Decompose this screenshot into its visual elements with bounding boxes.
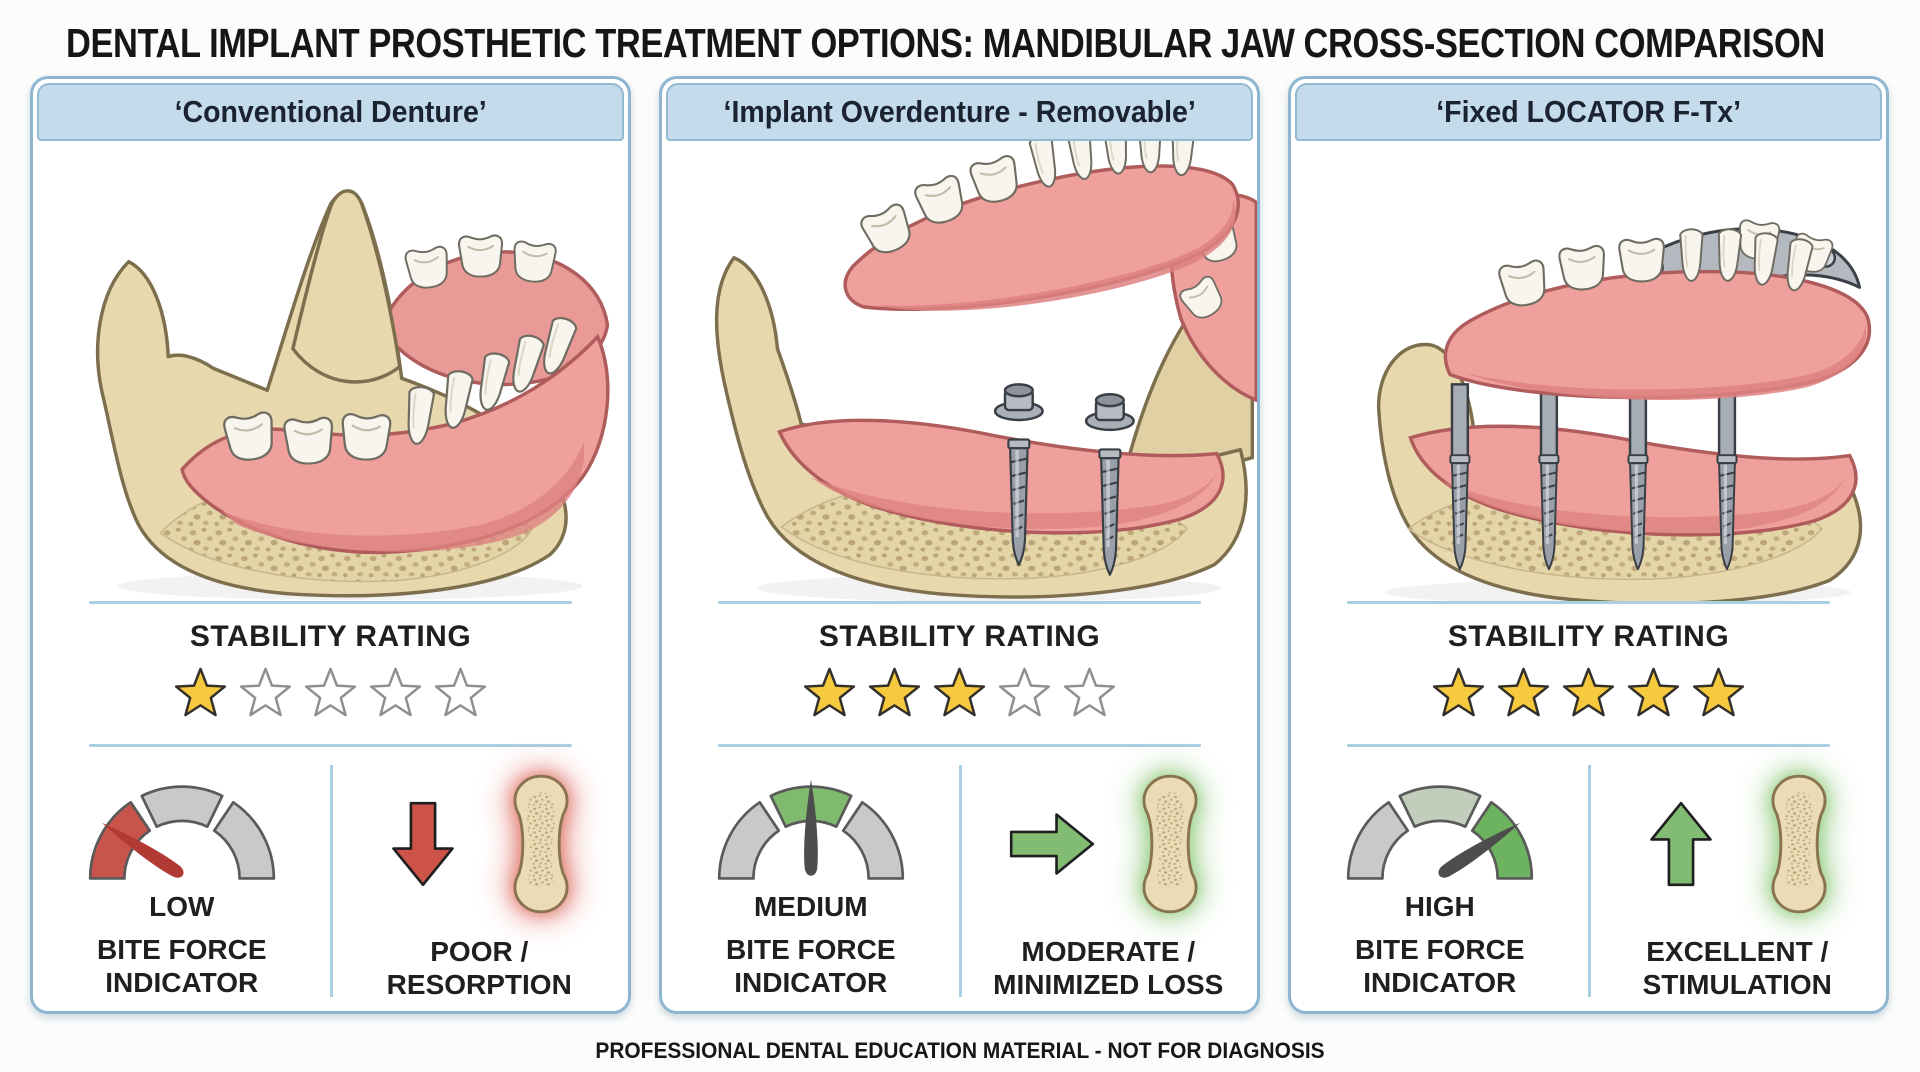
section-divider: [1347, 601, 1830, 604]
bite-force-caption: BITE FORCE INDICATOR: [725, 934, 896, 999]
bone-stimulation-arrow-icon: [1631, 769, 1731, 919]
bite-force-gauge: [88, 785, 275, 880]
indicators-row: MEDIUM BITE FORCE INDICATOR MODERA: [662, 747, 1257, 1011]
star-filled-icon: [1627, 667, 1680, 716]
panel-header-label: ‘Implant Overdenture - Removable’: [723, 94, 1196, 129]
bone-status-caption: EXCELLENT / STIMULATION: [1642, 936, 1832, 1001]
star-filled-icon: [1497, 667, 1550, 716]
stability-rating-title: STABILITY RATING: [818, 620, 1101, 653]
bone-icon: [1142, 774, 1198, 914]
stability-rating-title: STABILITY RATING: [1447, 620, 1730, 653]
section-divider: [89, 744, 572, 747]
bone-status-caption: POOR / RESORPTION: [386, 936, 572, 1001]
fixed-prosthesis: [1443, 227, 1872, 400]
jaw-illustration-overdenture: [662, 119, 1257, 602]
bone-preservation-arrow-icon: [1002, 769, 1102, 919]
gauge-needle: [101, 822, 184, 878]
section-divider: [89, 601, 572, 604]
panel-fixed-locator: ‘Fixed LOCATOR F-Tx’: [1288, 76, 1889, 1014]
star-empty-icon: [998, 667, 1051, 716]
section-divider: [718, 601, 1201, 604]
star-filled-icon: [174, 667, 227, 716]
star-filled-icon: [868, 667, 921, 716]
jaw-svg-conventional: [95, 189, 610, 601]
stability-rating-title: STABILITY RATING: [189, 620, 472, 653]
panels-row: ‘Conventional Denture’: [30, 76, 1890, 1014]
jaw-illustration-fixed: [1291, 141, 1886, 606]
locator-cap: [1084, 393, 1135, 432]
jaw-svg-overdenture: [714, 119, 1257, 602]
star-filled-icon: [1692, 667, 1745, 716]
star-empty-icon: [1063, 667, 1116, 716]
panel-header: ‘Implant Overdenture - Removable’: [666, 83, 1253, 141]
panel-conventional-denture: ‘Conventional Denture’: [30, 76, 631, 1014]
bone-status-caption: MODERATE / MINIMIZED LOSS: [993, 936, 1224, 1001]
vertical-divider: [329, 765, 333, 997]
bone-icon: [513, 774, 569, 914]
indicators-row: HIGH BITE FORCE INDICATOR EXCELLEN: [1291, 747, 1886, 1011]
bite-force-gauge: [717, 779, 904, 880]
bite-force-cell: LOW BITE FORCE INDICATOR: [33, 763, 331, 1011]
star-filled-icon: [933, 667, 986, 716]
indicators-row: LOW BITE FORCE INDICATOR POOR / RE: [33, 747, 628, 1011]
star-filled-icon: [1562, 667, 1615, 716]
star-empty-icon: [304, 667, 357, 716]
star-rating: [1291, 662, 1886, 724]
section-divider: [1347, 744, 1830, 747]
bite-force-caption: BITE FORCE INDICATOR: [96, 934, 267, 999]
panel-header: ‘Conventional Denture’: [37, 83, 624, 141]
star-filled-icon: [1432, 667, 1485, 716]
gauge-needle: [803, 779, 818, 876]
bite-force-gauge: [1346, 785, 1533, 880]
vertical-divider: [958, 765, 962, 997]
bone-status-graphics: [1002, 763, 1214, 925]
bone-ridge-spike: [291, 189, 402, 384]
bone-status-cell: POOR / RESORPTION: [331, 763, 629, 1011]
star-rating: [33, 662, 628, 724]
jaw-illustration-conventional: [33, 141, 628, 601]
panel-header: ‘Fixed LOCATOR F-Tx’: [1295, 83, 1882, 141]
bone-status-graphics: [1631, 763, 1843, 925]
star-empty-icon: [239, 667, 292, 716]
bone-loss-arrow-icon: [373, 769, 473, 919]
star-empty-icon: [434, 667, 487, 716]
jaw-svg-fixed: [1377, 218, 1872, 606]
panel-implant-overdenture: ‘Implant Overdenture - Removable’: [659, 76, 1260, 1014]
bite-force-level: LOW: [149, 891, 215, 922]
bone-status-cell: MODERATE / MINIMIZED LOSS: [960, 763, 1258, 1011]
bite-force-cell: MEDIUM BITE FORCE INDICATOR: [662, 763, 960, 1011]
locator-cap: [993, 383, 1044, 422]
bone-status-cell: EXCELLENT / STIMULATION: [1589, 763, 1887, 1011]
vertical-divider: [1587, 765, 1591, 997]
bite-force-caption: BITE FORCE INDICATOR: [1354, 934, 1525, 999]
section-divider: [718, 744, 1201, 747]
bone-icon: [1771, 774, 1827, 914]
floating-denture: [843, 119, 1240, 312]
bite-force-level: HIGH: [1404, 891, 1475, 922]
page-title: DENTAL IMPLANT PROSTHETIC TREATMENT OPTI…: [66, 20, 1825, 66]
panel-header-label: ‘Fixed LOCATOR F-Tx’: [1436, 94, 1741, 129]
bone-status-graphics: [373, 763, 585, 925]
star-rating: [662, 662, 1257, 724]
bite-force-level: MEDIUM: [753, 891, 868, 922]
bite-force-cell: HIGH BITE FORCE INDICATOR: [1291, 763, 1589, 1011]
panel-header-label: ‘Conventional Denture’: [174, 94, 487, 129]
footer-disclaimer: PROFESSIONAL DENTAL EDUCATION MATERIAL -…: [595, 1038, 1325, 1063]
gauge-needle: [1438, 822, 1520, 878]
star-filled-icon: [803, 667, 856, 716]
star-empty-icon: [369, 667, 422, 716]
